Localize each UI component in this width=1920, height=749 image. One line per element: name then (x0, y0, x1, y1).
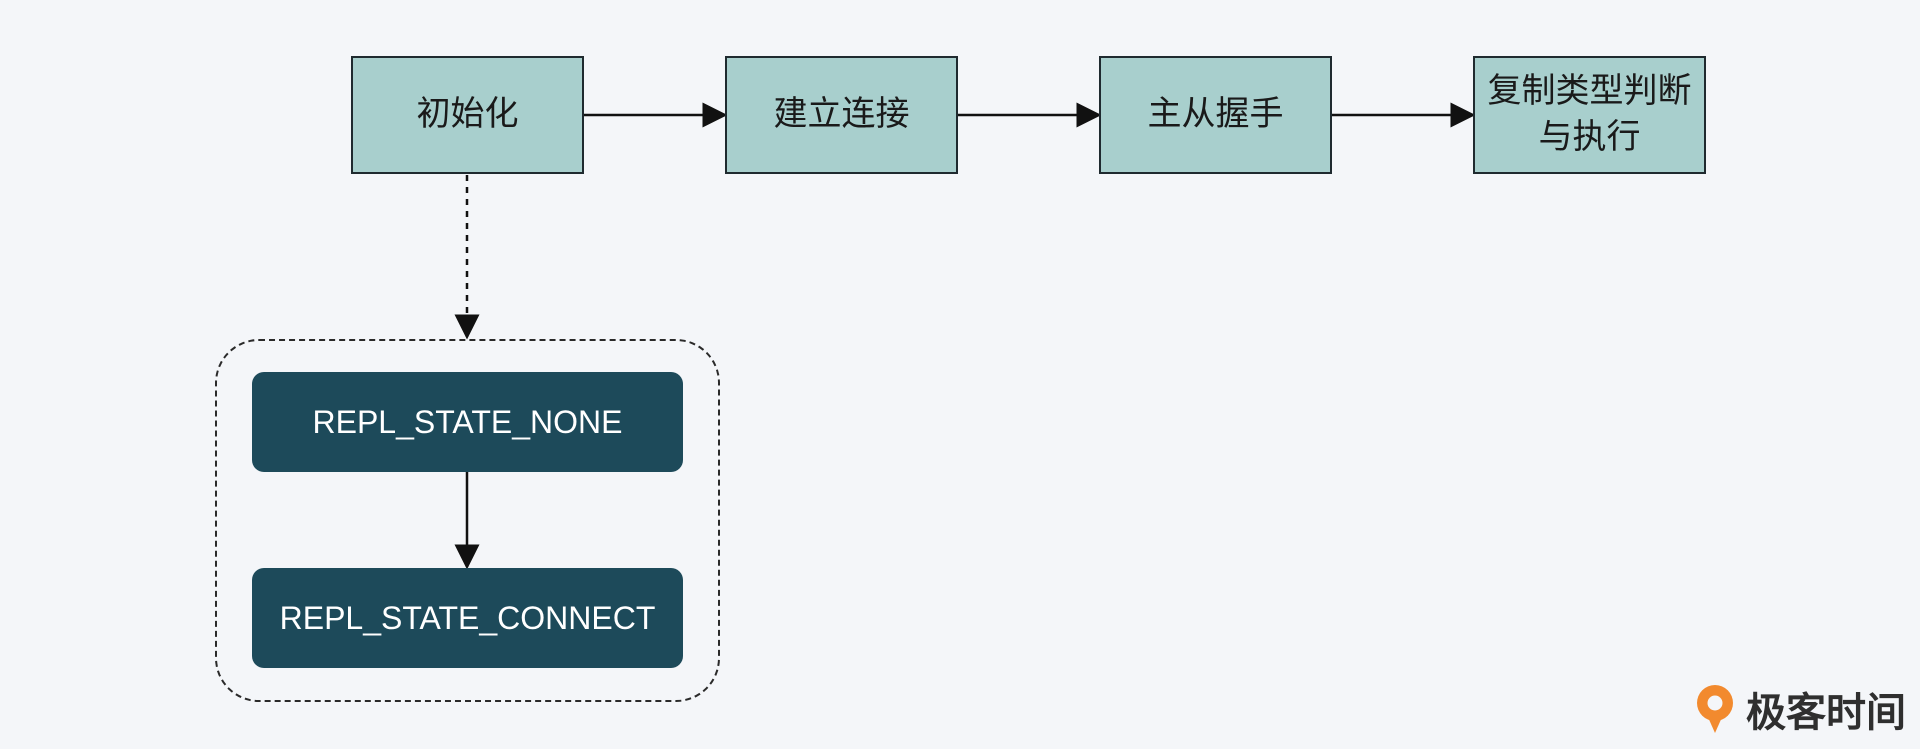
brand-name: 极客时间 (1746, 690, 1906, 736)
step-init-label: 初始化 (416, 94, 519, 135)
step-establish-connection: 建立连接 (725, 56, 958, 174)
init-states-group (215, 339, 720, 702)
state-repl-none-label: REPL_STATE_NONE (312, 403, 623, 440)
step-replication-type-label: 复制类型判断 与执行 (1487, 71, 1692, 157)
step-handshake-label: 主从握手 (1147, 94, 1284, 135)
geektime-logo-icon (1697, 685, 1733, 733)
step-init: 初始化 (351, 56, 584, 174)
state-repl-connect: REPL_STATE_CONNECT (252, 568, 683, 668)
step-handshake: 主从握手 (1099, 56, 1332, 174)
brand-watermark: 极客时间 (1692, 679, 1906, 739)
step-replication-type: 复制类型判断 与执行 (1473, 56, 1706, 174)
step-establish-connection-label: 建立连接 (773, 94, 910, 135)
state-repl-none: REPL_STATE_NONE (252, 372, 683, 472)
state-repl-connect-label: REPL_STATE_CONNECT (279, 599, 656, 636)
